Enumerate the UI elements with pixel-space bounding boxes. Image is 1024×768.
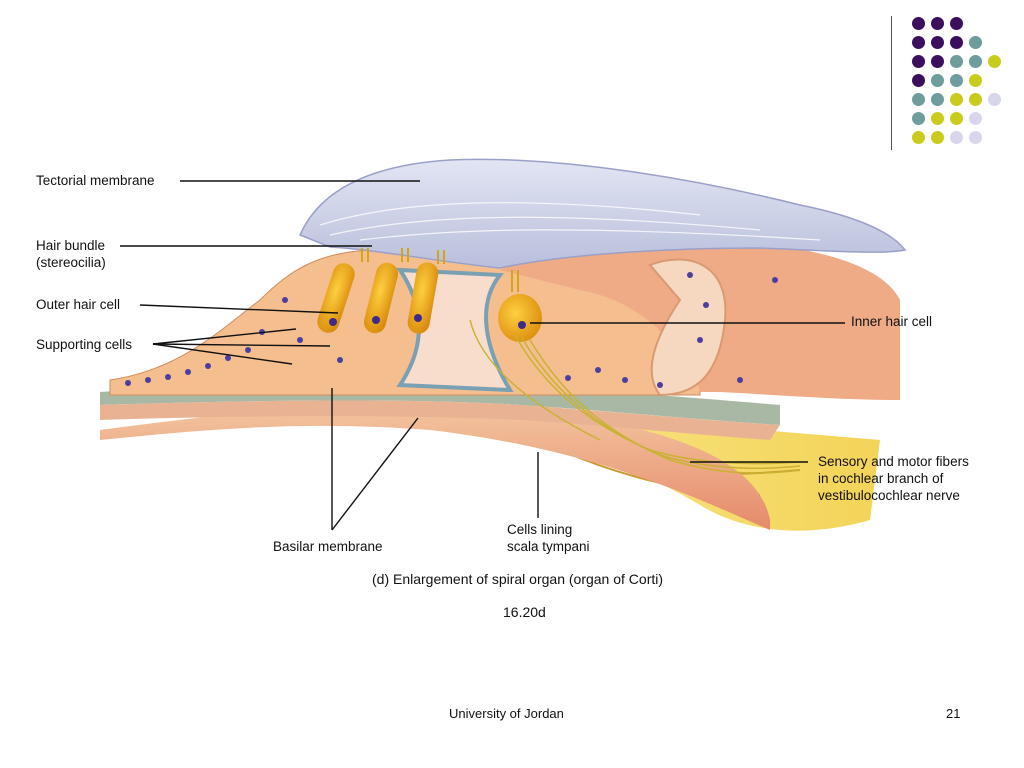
- label-sensory-motor-fibers: Sensory and motor fibers in cochlear bra…: [818, 453, 969, 504]
- label-supporting-cells: Supporting cells: [36, 337, 133, 352]
- label-inner-hair-cell: Inner hair cell: [851, 314, 933, 329]
- decorative-dot: [950, 74, 963, 87]
- figure-number: 16.20d: [503, 604, 546, 620]
- decorative-dot: [912, 93, 925, 106]
- hair-bundles: [361, 248, 519, 292]
- vertical-divider-line: [891, 16, 892, 150]
- decorative-dot: [931, 112, 944, 125]
- slide-page-number: 21: [946, 706, 961, 721]
- figure-caption: (d) Enlargement of spiral organ (organ o…: [372, 571, 664, 587]
- decorative-dot: [969, 93, 982, 106]
- decorative-dot: [931, 36, 944, 49]
- decorative-dot: [950, 17, 963, 30]
- label-cells-lining-line2: scala tympani: [507, 539, 590, 554]
- decorative-dot: [969, 112, 982, 125]
- footer-institution: University of Jordan: [449, 706, 564, 721]
- decorative-dot: [969, 74, 982, 87]
- label-sensory-line3: vestibulocochlear nerve: [818, 488, 960, 503]
- nerve-fibers: [469, 319, 801, 474]
- decorative-dot: [931, 74, 944, 87]
- decorative-dot: [931, 17, 944, 30]
- label-outer-hair-cell: Outer hair cell: [36, 297, 121, 312]
- tectorial-fibers: [319, 202, 821, 241]
- basilar-bands: [100, 381, 780, 530]
- decorative-dot: [988, 93, 1001, 106]
- decorative-dot: [912, 17, 925, 30]
- decorative-dot: [912, 131, 925, 144]
- decorative-dot: [988, 55, 1001, 68]
- label-sensory-line2: in cochlear branch of: [818, 471, 944, 486]
- outer-hair-cells: [317, 262, 439, 334]
- decorative-dot: [950, 55, 963, 68]
- label-hair-bundle: Hair bundle (stereocilia): [36, 237, 106, 271]
- decorative-dot: [950, 131, 963, 144]
- label-tectorial-membrane: Tectorial membrane: [36, 173, 155, 188]
- decorative-dot: [931, 131, 944, 144]
- label-cells-lining-line1: Cells lining: [507, 522, 573, 537]
- decorative-dot: [969, 36, 982, 49]
- decorative-dot: [969, 55, 982, 68]
- tectorial-membrane: [298, 158, 907, 269]
- decorative-dot: [912, 55, 925, 68]
- decorative-dot: [969, 131, 982, 144]
- decorative-dot: [931, 55, 944, 68]
- decorative-dot: [912, 112, 925, 125]
- decorative-dot: [950, 93, 963, 106]
- cell-nuclei: [125, 272, 778, 388]
- decorative-dot: [950, 112, 963, 125]
- label-sensory-line1: Sensory and motor fibers: [818, 454, 969, 469]
- label-basilar-membrane: Basilar membrane: [273, 539, 383, 554]
- decorative-dot: [912, 36, 925, 49]
- label-cells-lining: Cells lining scala tympani: [507, 521, 590, 555]
- inner-hair-cell: [498, 294, 542, 342]
- label-hair-bundle-line1: Hair bundle: [36, 238, 106, 253]
- decorative-dot: [950, 36, 963, 49]
- decorative-dot: [931, 93, 944, 106]
- label-hair-bundle-line2: (stereocilia): [36, 255, 106, 270]
- decorative-dot: [912, 74, 925, 87]
- leader-lines: [120, 180, 845, 531]
